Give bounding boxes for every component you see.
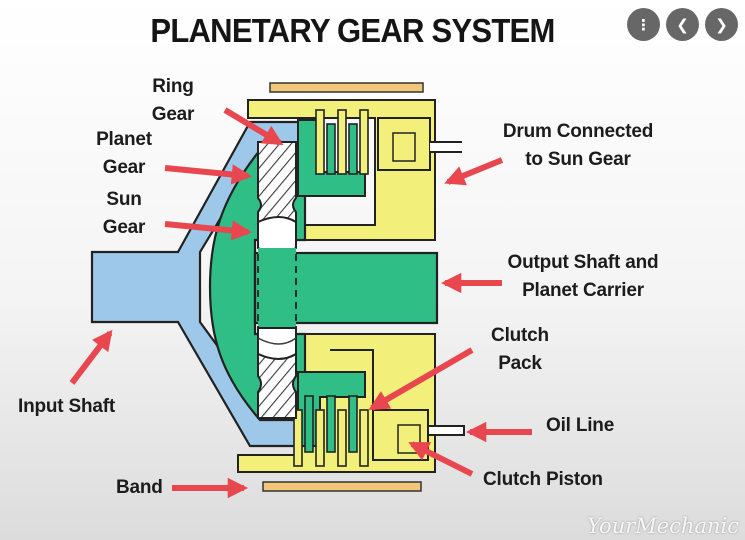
clutch-pack-bottom bbox=[293, 395, 369, 467]
label-oil-line: Oil Line bbox=[546, 415, 615, 436]
planet-gear-top bbox=[257, 141, 297, 228]
label-sun-gear-line2: Gear bbox=[102, 217, 146, 238]
label-output-shaft-line2: Planet Carrier bbox=[522, 280, 644, 301]
label-ring-gear: Ring Gear bbox=[148, 73, 198, 129]
band-top bbox=[269, 82, 424, 93]
label-band: Band bbox=[116, 477, 163, 498]
input-shaft bbox=[90, 120, 307, 448]
label-output-shaft: Output Shaft and Planet Carrier bbox=[505, 249, 661, 305]
label-drum-line2: to Sun Gear bbox=[525, 149, 631, 170]
diagram-title: PLANETARY GEAR SYSTEM bbox=[150, 12, 555, 49]
label-ring-gear-line2: Gear bbox=[151, 104, 195, 125]
sun-gear-bottom bbox=[257, 327, 297, 360]
label-clutch-pack-line1: Clutch bbox=[491, 325, 549, 346]
label-clutch-pack: Clutch Pack bbox=[488, 322, 552, 378]
label-arrows bbox=[69, 107, 532, 499]
next-button[interactable]: ❯ bbox=[705, 8, 738, 41]
arrow-input-shaft bbox=[69, 329, 113, 385]
arrow-ring-gear bbox=[223, 107, 284, 146]
label-planet-gear: Planet Gear bbox=[92, 126, 156, 182]
chevron-left-icon: ❮ bbox=[676, 15, 689, 34]
label-drum: Drum Connected to Sun Gear bbox=[500, 118, 656, 174]
label-planet-gear-line1: Planet bbox=[96, 129, 152, 150]
arrow-clutch-piston bbox=[408, 441, 474, 477]
label-clutch-piston: Clutch Piston bbox=[483, 469, 603, 490]
chevron-right-icon: ❯ bbox=[715, 15, 728, 34]
label-planet-gear-line2: Gear bbox=[102, 157, 146, 178]
label-input-shaft: Input Shaft bbox=[18, 396, 116, 417]
more-vert-icon: ⋮ bbox=[636, 15, 651, 34]
label-sun-gear: Sun Gear bbox=[96, 186, 152, 242]
arrow-drum bbox=[444, 157, 504, 186]
more-options-button[interactable]: ⋮ bbox=[627, 8, 660, 41]
arrow-sun-gear bbox=[164, 220, 253, 241]
sun-gear-gap bbox=[258, 248, 296, 328]
sun-gear-top bbox=[257, 216, 297, 254]
planet-gear-bottom bbox=[257, 352, 297, 419]
oil-line-pipe bbox=[427, 425, 465, 436]
label-clutch-pack-line2: Pack bbox=[498, 353, 542, 374]
label-ring-gear-line1: Ring bbox=[152, 76, 194, 97]
label-sun-gear-line1: Sun bbox=[106, 189, 142, 210]
label-output-shaft-line1: Output Shaft and bbox=[507, 252, 659, 273]
arrow-planet-gear bbox=[164, 164, 253, 185]
band-bottom bbox=[262, 481, 422, 492]
yourmechanic-watermark: YourMechanic bbox=[587, 514, 739, 538]
arrow-clutch-pack bbox=[368, 347, 474, 411]
label-drum-line1: Drum Connected bbox=[502, 121, 654, 142]
previous-button[interactable]: ❮ bbox=[666, 8, 699, 41]
clutch-pack-top bbox=[315, 109, 369, 175]
